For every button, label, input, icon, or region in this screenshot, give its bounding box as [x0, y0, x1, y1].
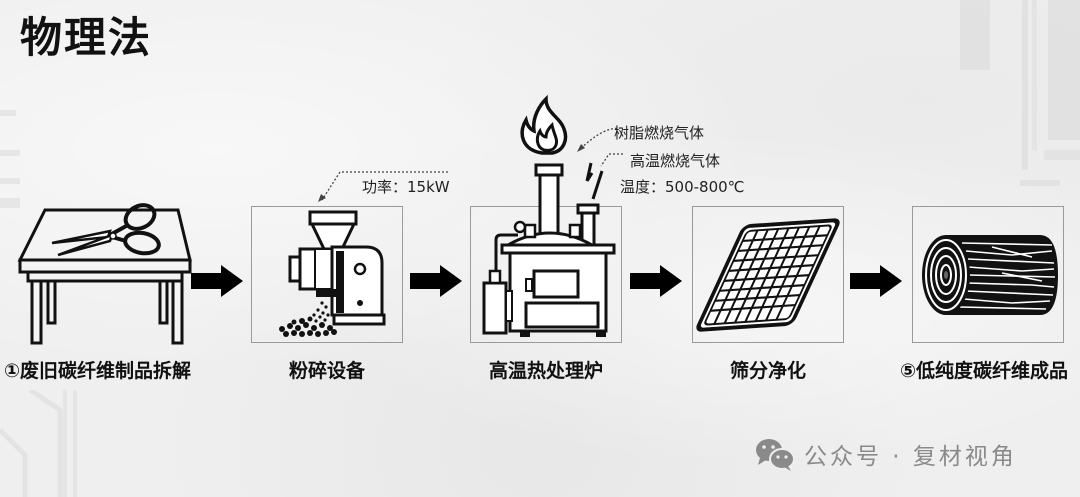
flow-arrow-2 — [410, 265, 462, 297]
scissors-on-table-icon — [17, 203, 192, 345]
stage-label-disassembly: ①废旧碳纤维制品拆解 — [3, 360, 192, 382]
circuit-decoration-bottom-left — [0, 390, 77, 497]
stage-label-product: ⑤低纯度碳纤维成品 — [899, 360, 1069, 382]
gas-leader-lines — [577, 127, 623, 167]
stage-label-grinding: 粉碎设备 — [288, 360, 365, 382]
stage-frame-sieve — [692, 206, 844, 343]
circuit-decoration-left — [0, 110, 20, 208]
temperature-annotation: 温度：500-800℃ — [620, 178, 745, 196]
fiber-roll-icon — [922, 235, 1058, 315]
stage-frame-product — [912, 206, 1064, 343]
watermark: 公众号 · 复材视角 — [754, 436, 1017, 472]
page-title: 物理法 — [20, 13, 153, 62]
grinder-power-annotation: 功率：15kW — [362, 178, 450, 196]
flow-arrow-4 — [850, 265, 902, 297]
watermark-text: 公众号 · 复材视角 — [804, 444, 1017, 470]
circuit-decoration-right — [960, 0, 1080, 186]
sieve-mesh-icon — [696, 218, 840, 332]
flow-arrow-1 — [191, 265, 243, 297]
wechat-icon — [756, 439, 795, 471]
stage-label-furnace: 高温热处理炉 — [488, 360, 603, 382]
resin-gas-annotation: 树脂燃烧气体 — [614, 124, 705, 142]
power-leader-line — [318, 171, 448, 202]
flow-arrow-3 — [630, 265, 682, 297]
stage-frame-grinder — [251, 206, 403, 343]
grinder-icon — [279, 210, 386, 337]
hot-gas-annotation: 高温燃烧气体 — [630, 152, 721, 170]
stage-label-sieving: 筛分净化 — [729, 360, 806, 382]
furnace-icon — [482, 95, 616, 337]
